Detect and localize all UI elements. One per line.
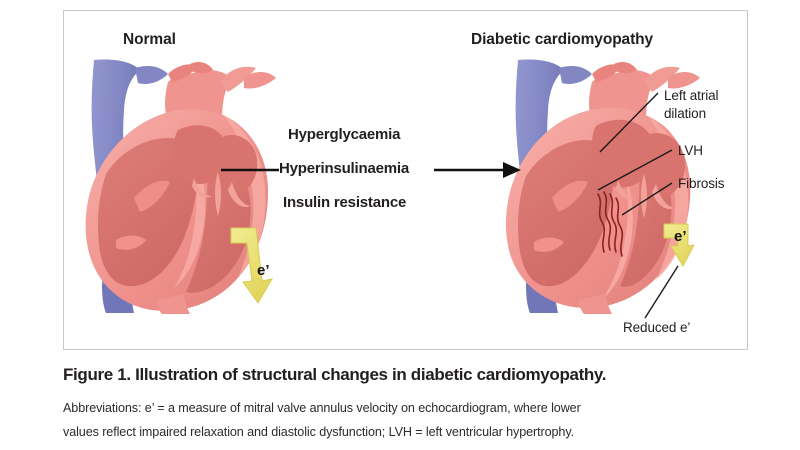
caption-line-1: Abbreviations: e’ = a measure of mitral … [63, 401, 581, 415]
callout-reduced-e-prime: Reduced e’ [623, 320, 691, 335]
center-label-hyperglycaemia: Hyperglycaemia [288, 126, 401, 143]
fibrosis-lines [597, 191, 624, 257]
callout-left-atrial-dilation: Left atrial dilation [664, 87, 719, 123]
panel-title-normal: Normal [123, 31, 176, 48]
callout-line-2: dilation [664, 106, 706, 121]
e-prime-label-normal: e’ [257, 262, 270, 279]
center-label-insulin-resistance: Insulin resistance [283, 194, 407, 211]
callout-fibrosis: Fibrosis [678, 176, 725, 191]
callout-lvh: LVH [678, 143, 703, 158]
panel-title-diabetic: Diabetic cardiomyopathy [471, 31, 654, 48]
caption-line-2: values reflect impaired relaxation and d… [63, 425, 574, 439]
callout-line-1: Left atrial [664, 88, 719, 103]
center-label-hyperinsulinaemia: Hyperinsulinaemia [279, 160, 409, 177]
atrium-right [215, 134, 258, 195]
hypertrophied-septum [600, 144, 633, 302]
e-prime-label-diabetic: e’ [674, 228, 687, 245]
figure-caption-title: Figure 1. Illustration of structural cha… [63, 365, 607, 384]
atrium-left [173, 125, 227, 185]
figure-caption-body: Abbreviations: e’ = a measure of mitral … [63, 396, 753, 444]
